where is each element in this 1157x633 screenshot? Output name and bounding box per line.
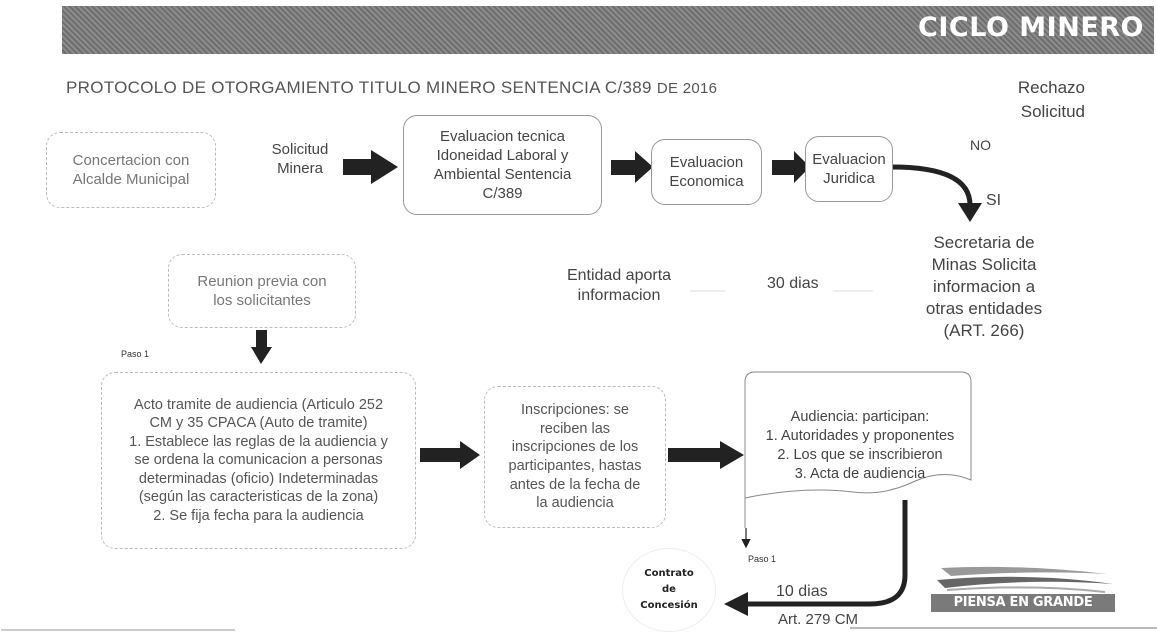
eval-economica-line-1: Evaluacion — [669, 153, 744, 171]
reunion-line-2: los solicitantes — [213, 292, 311, 309]
concertacion-line-2: Alcalde Municipal — [72, 171, 190, 188]
arrow-contrato-head — [724, 592, 748, 616]
title-banner: CICLO MINERO — [62, 6, 1154, 54]
node-audiencia-shape — [744, 371, 972, 528]
arrow-juridica-to-secretaria — [891, 164, 973, 206]
node-concertacion: Concertacion con Alcalde Municipal — [46, 132, 216, 208]
arrow-acto-to-inscripciones — [420, 441, 480, 469]
label-si: SI — [986, 192, 1002, 209]
secretaria-line-2: Minas Solicita — [931, 255, 1037, 275]
concertacion-line-1: Concertacion con — [72, 151, 190, 169]
audiencia-line-3: 2. Los que se inscribieron — [777, 446, 943, 463]
secretaria-line-4: otras entidades — [925, 299, 1043, 319]
logo-swoosh-icon — [937, 566, 1113, 593]
arrow-juridica-head — [958, 203, 982, 222]
entidad-line-2: informacion — [577, 287, 661, 304]
node-eval-juridica: Evaluacion Juridica — [805, 136, 893, 202]
solicitud-line-2: Minera — [277, 159, 323, 177]
inscripciones-line-1: Inscripciones: se — [521, 402, 629, 419]
eval-tecnica-line-3: Ambiental Sentencia — [433, 166, 572, 183]
node-entidad: Entidad aporta informacion — [548, 266, 690, 306]
acto-line-6: (según las caracteristicas de la zona) — [138, 489, 379, 506]
inscripciones-line-4: participantes, hastas — [508, 458, 642, 474]
audiencia-line-4: 3. Acta de audiencia — [794, 465, 926, 482]
inscripciones-line-5: antes de la fecha de — [509, 476, 641, 493]
eval-juridica-line-2: Juridica — [823, 170, 875, 187]
entidad-line-1: Entidad aporta — [566, 267, 672, 284]
secretaria-line-1: Secretaria de — [933, 233, 1035, 252]
label-art-279: Art. 279 CM — [778, 611, 859, 628]
acto-line-3: 1. Establece las reglas de la audiencia … — [129, 433, 388, 450]
eval-tecnica-line-2: Idoneidad Laboral y — [436, 146, 569, 164]
arrow-tecnica-to-economica — [611, 151, 653, 183]
arrow-audiencia-to-contrato — [745, 500, 908, 607]
acto-line-7: 2. Se fija fecha para la audiencia — [153, 507, 364, 524]
protocol-title-text: PROTOCOLO DE OTORGAMIENTO TITULO MINERO … — [66, 78, 652, 97]
acto-line-4: se ordena la comunicacion a personas — [134, 452, 383, 469]
label-no: NO — [970, 137, 991, 153]
protocol-year: DE 2016 — [656, 80, 718, 97]
inscripciones-line-3: inscripciones de los — [511, 439, 639, 456]
arrow-reunion-to-acto — [251, 330, 272, 364]
audiencia-line-1: Audiencia: participan: — [790, 409, 930, 425]
node-contrato: Contrato de Concesión — [623, 549, 715, 631]
contrato-line-1: Contrato — [644, 568, 694, 579]
inscripciones-line-6: la audiencia — [536, 495, 614, 512]
acto-line-1: Acto tramite de audiencia (Articulo 252 — [133, 397, 384, 414]
arrow-inscripciones-to-audiencia — [668, 441, 744, 469]
acto-line-5: determinadas (oficio) Indeterminadas — [138, 470, 379, 487]
secretaria-line-3: informacion a — [932, 277, 1036, 297]
label-paso1-a: Paso 1 — [121, 349, 150, 359]
eval-tecnica-line-4: C/389 — [482, 185, 523, 203]
node-eval-tecnica: Evaluacion tecnica Idoneidad Laboral y A… — [403, 115, 602, 215]
protocol-title: PROTOCOLO DE OTORGAMIENTO TITULO MINERO … — [66, 78, 717, 98]
acto-line-2: CM y 35 CPACA (Auto de tramite) — [149, 415, 368, 432]
eval-economica-line-2: Economica — [669, 173, 744, 190]
piensa-en-grande-logo: PIENSA EN GRANDE — [931, 560, 1119, 612]
node-secretaria: Secretaria de Minas Solicita informacion… — [913, 232, 1055, 342]
eval-tecnica-line-1: Evaluacion tecnica — [439, 127, 566, 145]
contrato-line-2: de — [662, 584, 676, 595]
secretaria-line-5: (ART. 266) — [943, 321, 1025, 341]
audiencia-line-2: 1. Autoridades y proponentes — [765, 427, 955, 444]
label-paso1-b: Paso 1 — [748, 554, 777, 564]
arrow-economica-to-juridica — [772, 151, 810, 183]
arrow-solicitud-to-eval — [343, 150, 398, 184]
reunion-line-1: Reunion previa con — [197, 272, 327, 290]
rechazo-line-1: Rechazo — [1017, 78, 1085, 97]
rechazo-line-2: Solicitud — [1020, 101, 1085, 121]
node-audiencia: Audiencia: participan: 1. Autoridades y … — [748, 408, 972, 483]
node-eval-economica: Evaluacion Economica — [651, 139, 762, 205]
logo-text: PIENSA EN GRANDE — [931, 594, 1115, 612]
eval-juridica-line-1: Evaluacion — [812, 150, 886, 168]
node-acto: Acto tramite de audiencia (Articulo 252 … — [101, 372, 416, 549]
inscripciones-line-2: reciben las — [539, 420, 611, 437]
label-10-dias: 10 dias — [776, 583, 828, 600]
node-solicitud: Solicitud Minera — [254, 141, 346, 179]
node-inscripciones: Inscripciones: se reciben las inscripcio… — [484, 386, 666, 528]
label-30-dias: 30 dias — [767, 275, 819, 292]
node-reunion: Reunion previa con los solicitantes — [168, 254, 356, 328]
banner-title: CICLO MINERO — [918, 12, 1144, 43]
solicitud-line-1: Solicitud — [271, 141, 329, 158]
contrato-line-3: Concesión — [640, 600, 698, 611]
node-rechazo: Rechazo Solicitud — [985, 76, 1085, 124]
